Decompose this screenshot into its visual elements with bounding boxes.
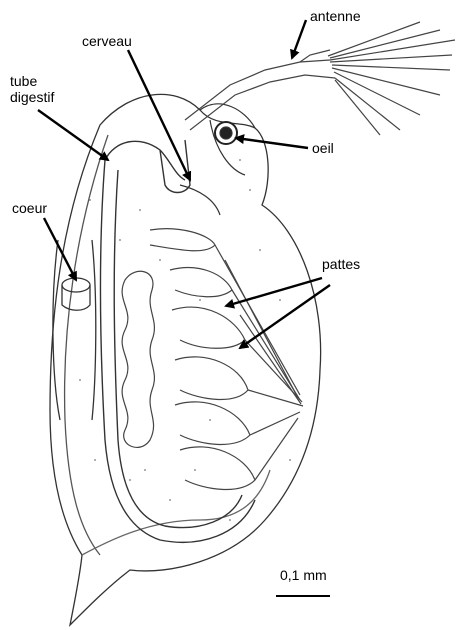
label-antenne: antenne	[310, 8, 361, 24]
label-pattes: pattes	[322, 256, 360, 272]
label-cerveau: cerveau	[82, 33, 132, 49]
arrow-antenne	[292, 20, 306, 58]
label-tube: tube	[10, 73, 37, 89]
label-digestif: digestif	[10, 89, 54, 105]
label-arrows	[38, 20, 330, 348]
scale-label: 0,1 mm	[280, 567, 327, 583]
scale-bar	[276, 595, 330, 597]
arrow-oeil	[236, 138, 308, 148]
legs	[150, 229, 303, 490]
arrow-cerveau	[128, 50, 190, 180]
stipple-texture	[79, 159, 291, 521]
label-oeil: oeil	[312, 140, 334, 156]
arrow-tube-digestif	[38, 110, 108, 160]
digestive-tract	[100, 140, 255, 542]
label-coeur: coeur	[12, 200, 47, 216]
antenna	[185, 22, 455, 135]
intestine	[122, 271, 154, 447]
arrow-pattes-2	[240, 285, 330, 348]
